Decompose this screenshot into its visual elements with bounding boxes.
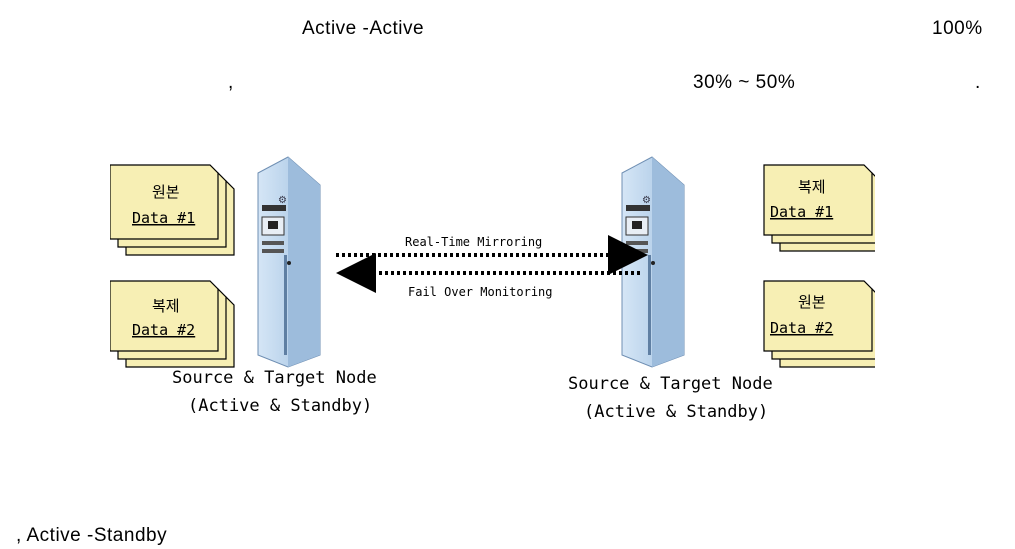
left-doc-stack-bottom: 복제 Data #2 [110, 280, 235, 368]
right-doc-top-data: Data #1 [770, 203, 833, 221]
left-doc-top-data: Data #1 [132, 209, 195, 227]
left-doc-stack-top: 원본 Data #1 [110, 164, 235, 256]
right-caption-line2: (Active & Standby) [584, 402, 768, 422]
left-doc-bottom-korean: 복제 [152, 297, 180, 315]
left-server-icon: ⚙ [257, 156, 321, 368]
svg-text:⚙: ⚙ [278, 195, 287, 206]
monitoring-label: Fail Over Monitoring [408, 285, 553, 299]
left-caption-line2: (Active & Standby) [188, 396, 372, 416]
heading-active-active: Active -Active [302, 18, 425, 39]
right-doc-top-korean: 복제 [798, 178, 826, 196]
right-server-icon: ⚙ [621, 156, 685, 368]
left-doc-bottom-data: Data #2 [132, 321, 195, 339]
svg-text:⚙: ⚙ [642, 195, 651, 206]
percent-range-text: 30% ~ 50% [693, 72, 796, 93]
right-doc-bottom-data: Data #2 [770, 319, 833, 337]
right-doc-bottom-korean: 원본 [798, 293, 826, 311]
mirroring-label: Real-Time Mirroring [405, 235, 542, 249]
comma-text: , [228, 72, 234, 93]
right-caption-line1: Source & Target Node [568, 374, 773, 394]
percent-100-text: 100% [932, 18, 983, 39]
active-standby-text: , Active -Standby [16, 525, 168, 546]
period-text: . [975, 72, 981, 93]
left-doc-top-korean: 원본 [152, 183, 180, 201]
left-caption-line1: Source & Target Node [172, 368, 377, 388]
right-doc-stack-top: 복제 Data #1 [763, 164, 875, 252]
active-active-diagram: 원본 Data #1 복제 Data #2 ⚙ ⚙ Real-Tim [110, 156, 875, 422]
right-doc-stack-bottom: 원본 Data #2 [763, 280, 875, 368]
